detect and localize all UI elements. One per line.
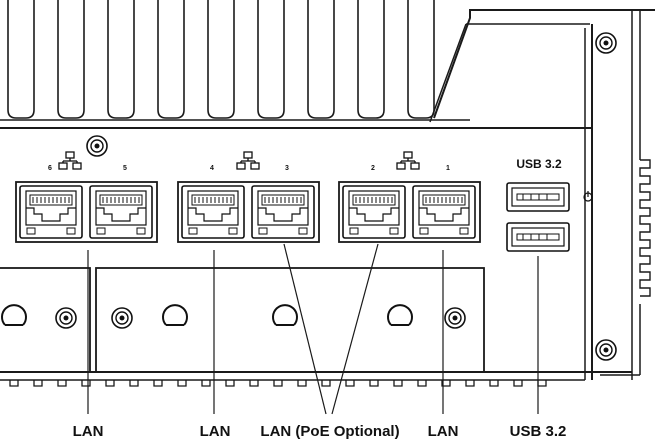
usb-port-top[interactable] [506, 182, 570, 212]
lan-port-6[interactable] [19, 185, 83, 239]
hook-icon [272, 304, 298, 326]
callout-usb: USB 3.2 [510, 423, 567, 440]
callout-lan-3: LAN [428, 423, 459, 440]
callout-lan-poe: LAN (PoE Optional) [260, 423, 399, 440]
port-number-2: 2 [371, 165, 375, 172]
bottom-rail [0, 379, 585, 387]
lan-group-3: 2 1 [338, 151, 481, 243]
lan-group-1: 6 5 [15, 151, 158, 243]
port-number-3: 3 [285, 165, 289, 172]
port-number-5: 5 [123, 165, 127, 172]
usb-port-bottom[interactable] [506, 222, 570, 252]
lan-port-4[interactable] [181, 185, 245, 239]
power-icon [583, 191, 593, 202]
screw-icon [595, 32, 617, 54]
lan-port-5[interactable] [89, 185, 153, 239]
hook-icon [387, 304, 413, 326]
callout-lan-1: LAN [73, 423, 104, 440]
hook-icon [0, 304, 28, 326]
network-icon [58, 151, 82, 170]
network-icon [396, 151, 420, 170]
lan-group-2: 4 3 [177, 151, 320, 243]
port-number-1: 1 [446, 165, 450, 172]
screw-icon [595, 339, 617, 361]
screw-icon [55, 307, 77, 329]
port-number-4: 4 [210, 165, 214, 172]
hook-icon [162, 304, 188, 326]
lan-port-1[interactable] [412, 185, 476, 239]
lan-port-2[interactable] [342, 185, 406, 239]
side-vents [600, 159, 651, 376]
heatsink-fins [0, 0, 470, 121]
network-icon [236, 151, 260, 170]
callout-leaders [87, 243, 539, 415]
screw-icon [111, 307, 133, 329]
callout-lan-2: LAN [200, 423, 231, 440]
screw-icon [86, 135, 108, 157]
usb-group: USB 3.2 [506, 157, 593, 252]
port-number-6: 6 [48, 165, 52, 172]
screw-icon [444, 307, 466, 329]
lan-port-3[interactable] [251, 185, 315, 239]
plate-fasteners [0, 304, 466, 329]
usb-header-label: USB 3.2 [516, 157, 562, 171]
